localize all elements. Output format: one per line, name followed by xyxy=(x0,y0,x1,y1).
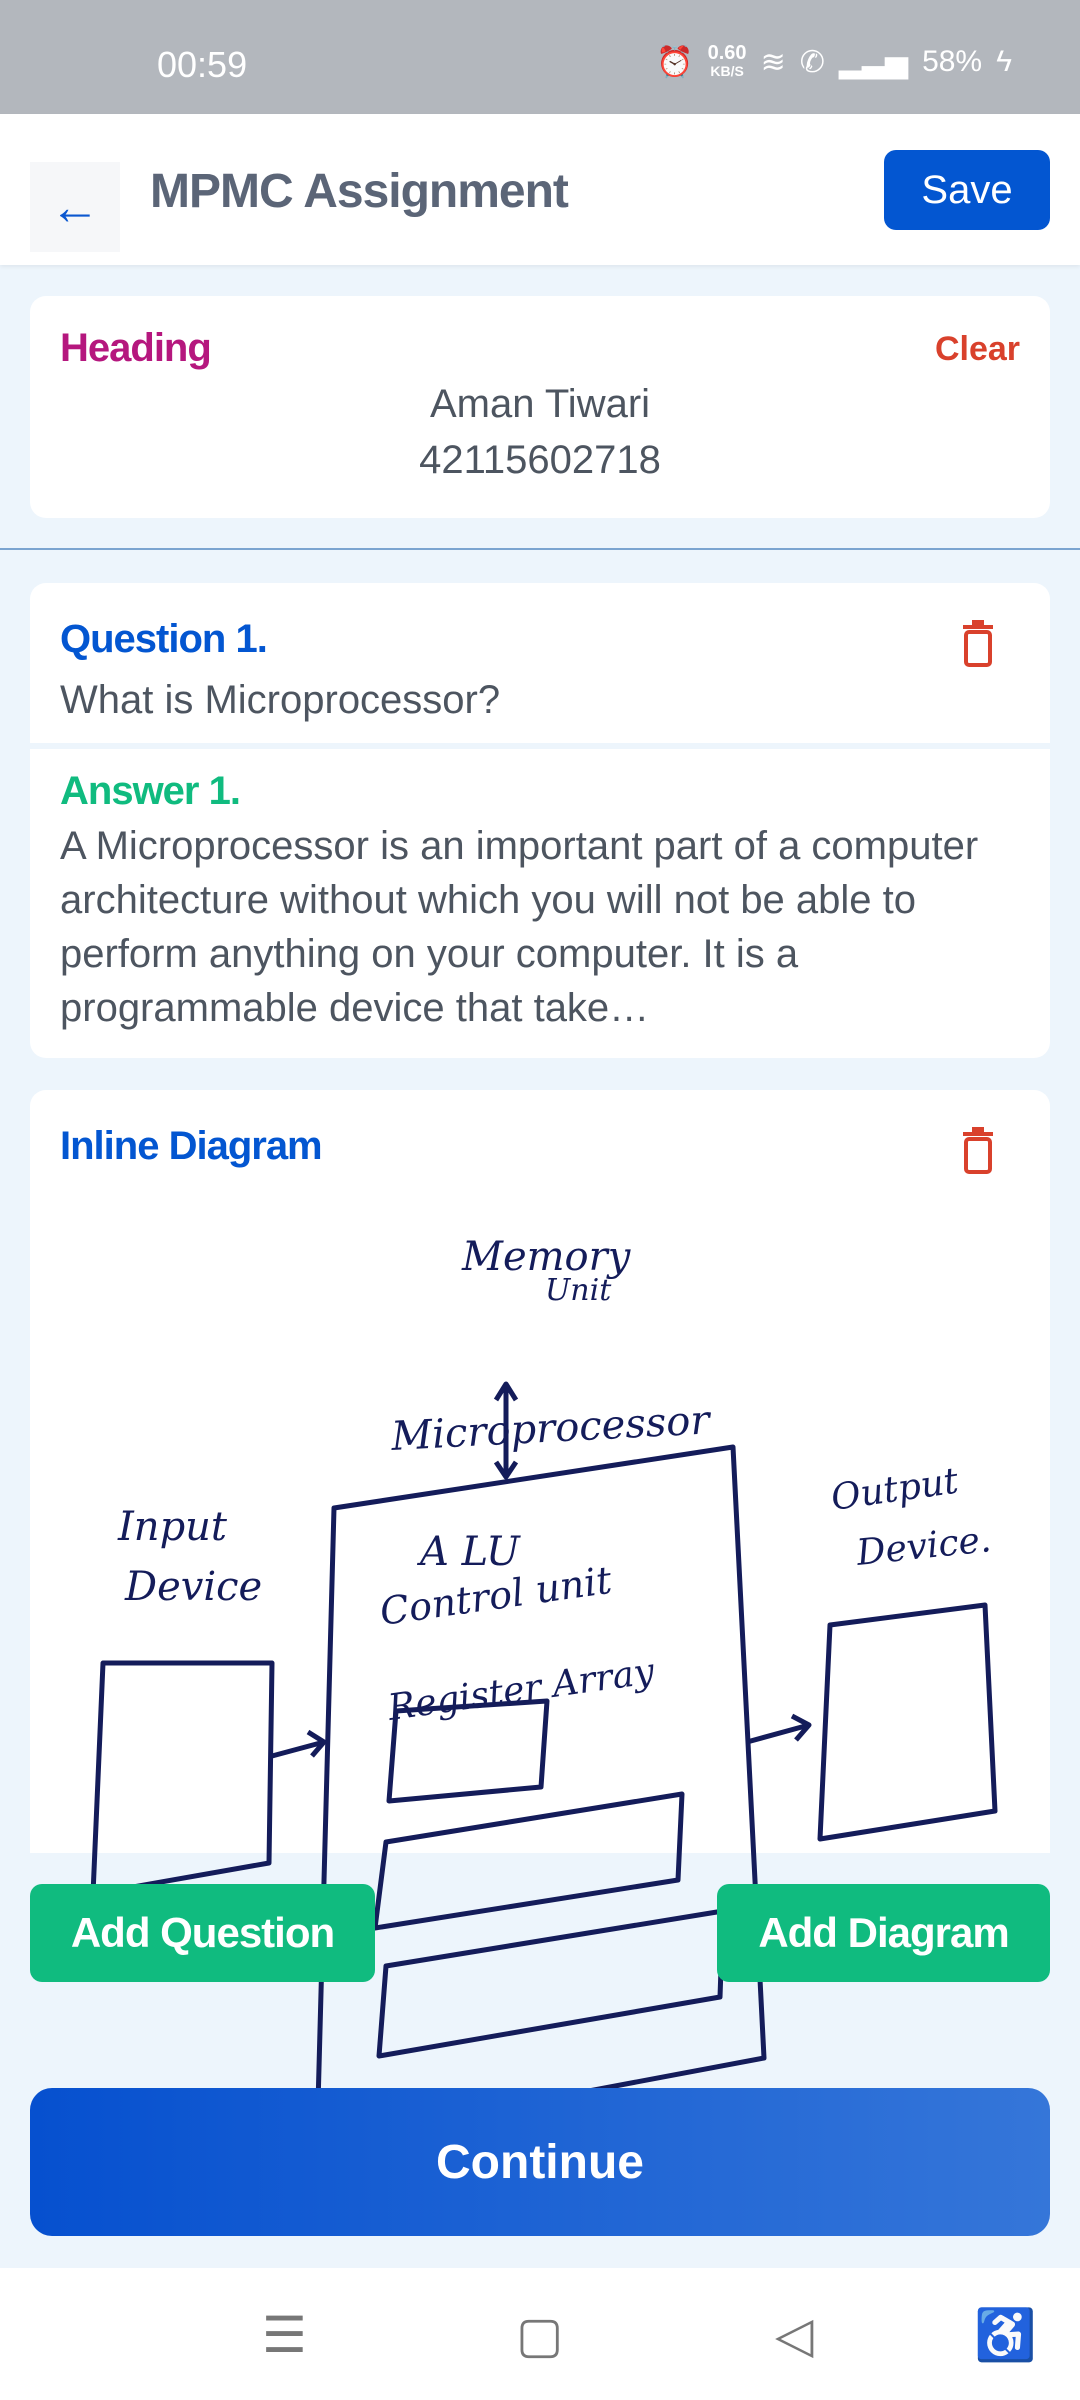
heading-label: Heading xyxy=(60,326,212,370)
add-diagram-button[interactable]: Add Diagram xyxy=(717,1884,1050,1982)
register-array-box xyxy=(376,1908,726,2059)
home-icon[interactable]: ▢ xyxy=(516,2307,564,2363)
battery-level: 58% xyxy=(922,45,983,78)
trash-icon[interactable] xyxy=(961,619,995,667)
wifi-icon: ≋ xyxy=(760,45,786,79)
signal-icon: ▂▃▅ xyxy=(838,45,909,79)
accessibility-icon[interactable]: ♿ xyxy=(974,2307,1037,2363)
add-question-button[interactable]: Add Question xyxy=(30,1884,375,1982)
continue-button[interactable]: Continue xyxy=(30,2088,1050,2236)
arrow-left-icon: ← xyxy=(50,179,100,235)
system-nav-bar: ☰ ▢ ◁ ♿ xyxy=(0,2268,1080,2400)
question-card[interactable]: Question 1. What is Microprocessor? Answ… xyxy=(30,583,1050,1058)
charging-icon: ϟ xyxy=(996,45,1012,78)
student-name: Aman Tiwari xyxy=(429,382,651,426)
heading-card: Heading Clear Aman Tiwari 42115602718 xyxy=(30,296,1050,518)
answer-text: A Microprocessor is an important part of… xyxy=(60,824,979,1030)
back-button[interactable]: ← xyxy=(30,162,120,252)
clear-button[interactable]: Clear xyxy=(934,330,1020,368)
back-nav-icon[interactable]: ◁ xyxy=(775,2307,814,2363)
divider xyxy=(0,548,1080,550)
net-speed-unit: KB/S xyxy=(710,63,744,79)
trash-icon[interactable] xyxy=(961,1126,995,1174)
recent-apps-icon[interactable]: ☰ xyxy=(262,2307,307,2363)
page-title: MPMC Assignment xyxy=(150,165,569,218)
answer-label: Answer 1. xyxy=(60,769,241,813)
diagram-label: Inline Diagram xyxy=(60,1124,323,1168)
question-label: Question 1. xyxy=(60,617,268,661)
roll-number: 42115602718 xyxy=(419,438,661,482)
clock: 00:59 xyxy=(157,44,248,85)
save-button[interactable]: Save xyxy=(884,150,1050,230)
divider xyxy=(30,743,1050,749)
app-header: ← MPMC Assignment Save xyxy=(0,114,1080,265)
question-text: What is Microprocessor? xyxy=(60,678,501,722)
net-speed-value: 0.60 xyxy=(707,42,747,64)
alarm-icon: ⏰ xyxy=(656,45,694,79)
diagram-card[interactable]: Inline Diagram xyxy=(30,1090,1050,1853)
wifi-call-icon: ✆ xyxy=(799,45,825,79)
